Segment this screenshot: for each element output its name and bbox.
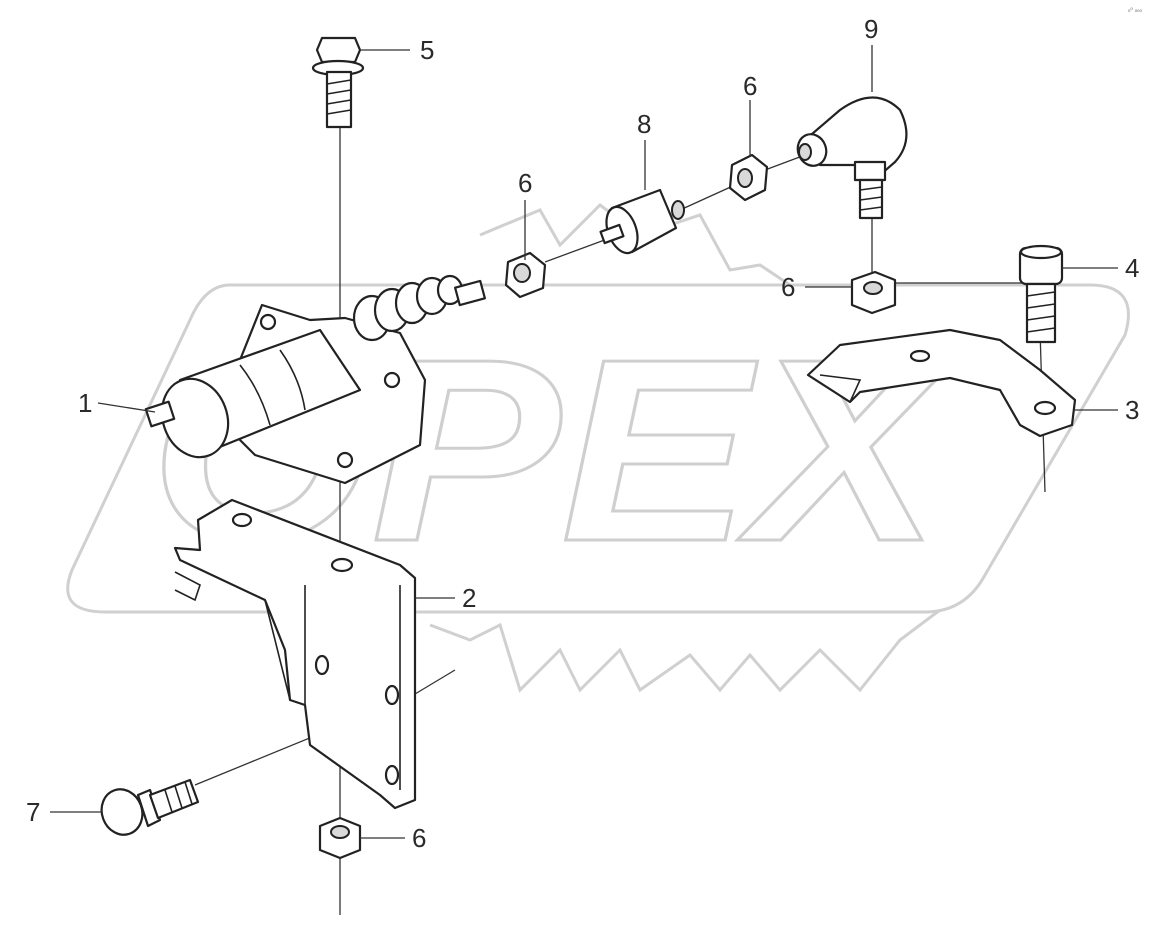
solenoid-actuator-icon — [144, 274, 486, 485]
boot-bellows — [352, 274, 464, 342]
lever-plate-icon — [806, 328, 1077, 438]
callout-6: 6 — [518, 168, 532, 198]
callout-6: 6 — [781, 272, 795, 302]
hex-nut-icon — [728, 153, 769, 202]
callout-6: 6 — [743, 71, 757, 101]
rubber-mount-icon — [599, 188, 685, 255]
mounting-bracket-icon — [173, 498, 417, 810]
callout-labels: 1 2 3 4 5 6 6 6 6 7 8 9 — [26, 14, 1139, 853]
callout-1: 1 — [78, 388, 92, 418]
hex-nut-icon — [504, 251, 547, 299]
callout-4: 4 — [1125, 253, 1139, 283]
callout-7: 7 — [26, 797, 40, 827]
hex-nut-icon — [850, 270, 897, 315]
hex-nut-icon — [318, 816, 362, 860]
callout-5: 5 — [420, 35, 434, 65]
flange-bolt-icon — [100, 778, 200, 836]
flange-bolt-icon — [311, 36, 365, 129]
callout-9: 9 — [864, 14, 878, 44]
socket-cap-screw-icon — [1018, 244, 1064, 344]
callout-leaders — [50, 45, 1118, 839]
callout-2: 2 — [462, 583, 476, 613]
callout-8: 8 — [637, 109, 651, 139]
ball-joint-icon — [796, 96, 908, 220]
callout-3: 3 — [1125, 395, 1139, 425]
corner-mark: ₀⁰ ₀₀₀ — [1128, 7, 1143, 14]
watermark-logo: OPEX — [66, 203, 1130, 693]
callout-6: 6 — [412, 823, 426, 853]
